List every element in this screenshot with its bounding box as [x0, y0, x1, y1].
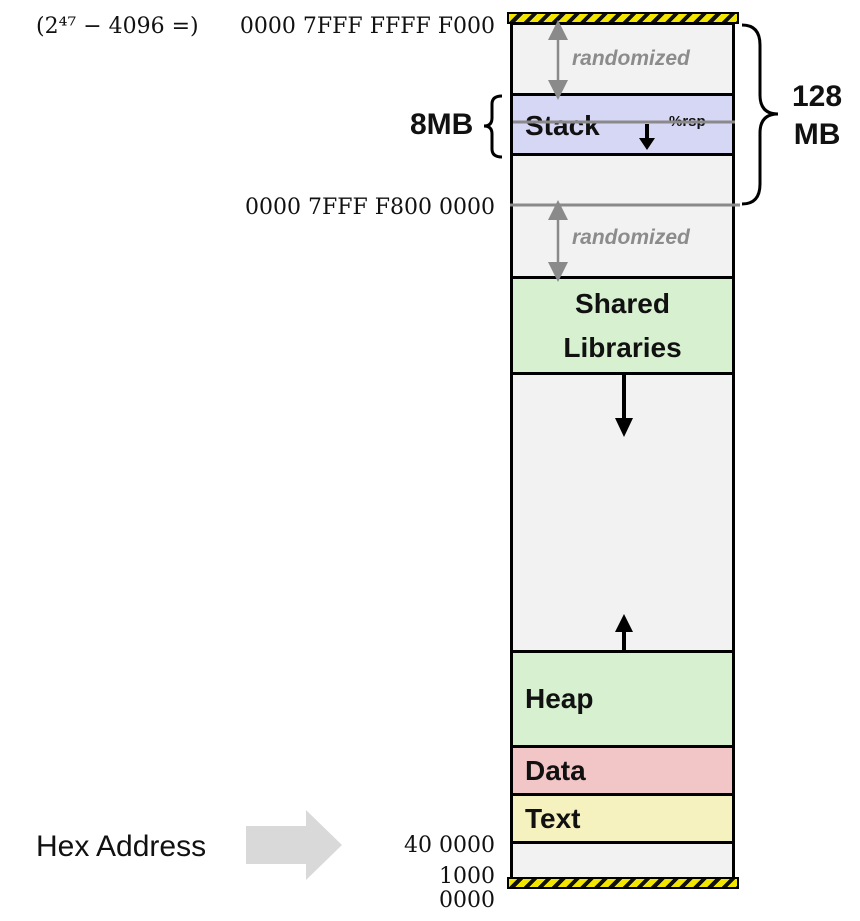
- hex-address-label: Hex Address: [36, 830, 207, 863]
- shared-libraries-line2: Libraries: [563, 331, 682, 363]
- shared-libraries-growth-arrow: [615, 375, 633, 437]
- region-size-brace: [741, 23, 779, 206]
- data-segment: Data: [510, 745, 735, 796]
- top-address-formula: (2⁴⁷ − 4096 =): [36, 14, 199, 39]
- data-label: Data: [525, 755, 586, 786]
- stack-base-address: 0000 7FFF F800 0000: [244, 195, 495, 220]
- hex-address-arrow: [246, 810, 342, 880]
- stack-label: Stack: [525, 110, 600, 141]
- stack-size-label: 8MB: [410, 108, 474, 141]
- text-label: Text: [525, 803, 581, 834]
- heap-segment: Heap: [510, 650, 735, 748]
- region-size-line2: MB: [793, 118, 841, 151]
- bottom-address-line1: 1000: [439, 864, 495, 889]
- bottom-address: 1000 0000: [300, 865, 495, 913]
- heap-growth-arrow: [615, 614, 633, 650]
- bottom-address-line2: 0000: [439, 888, 495, 913]
- bottom-guard-hatch: [507, 877, 739, 889]
- shared-libraries-segment: Shared Libraries: [510, 276, 735, 375]
- heap-label: Heap: [525, 683, 594, 714]
- region-size-line1: 128: [792, 80, 843, 113]
- randomized-label-top: randomized: [572, 47, 690, 70]
- shared-libraries-line1: Shared: [575, 287, 670, 319]
- text-start-address: 40 0000: [404, 833, 495, 858]
- region-size-label: 128 MB: [792, 78, 842, 154]
- stack-randomized-gap: [510, 153, 735, 279]
- randomized-label-bottom: randomized: [572, 226, 690, 249]
- stack-growth-arrow: [639, 124, 655, 150]
- top-address: 0000 7FFF FFFF F000: [239, 14, 495, 39]
- stack-size-brace: [483, 94, 503, 159]
